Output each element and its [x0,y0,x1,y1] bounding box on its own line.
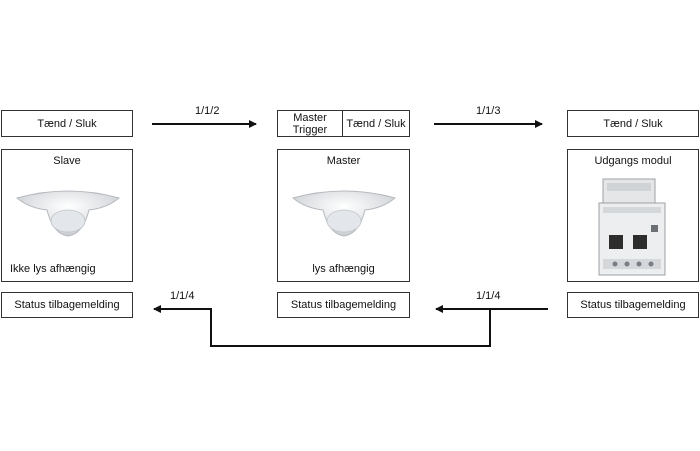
output-device-box: Udgangs modul [567,149,699,282]
arrow-status-to-slave [153,305,491,347]
master-trigger-line2: Trigger [292,124,328,136]
output-title: Udgangs modul [594,155,672,167]
output-status-label: Status tilbagemelding [580,299,686,311]
slave-switch-box: Tænd / Sluk [1,110,133,137]
slave-title: Slave [53,155,81,167]
master-status-box: Status tilbagemelding [277,292,410,318]
link-label-status-right: 1/1/4 [476,290,501,302]
slave-status-box: Status tilbagemelding [1,292,133,318]
link-label-master-output: 1/1/3 [476,105,501,117]
master-title: Master [326,155,361,167]
output-switch-label: Tænd / Sluk [603,118,663,130]
master-switch-label: Tænd / Sluk [346,118,406,130]
link-label-slave-master: 1/1/2 [195,105,220,117]
slave-device-box: Slave Ikke lys afhængig [1,149,133,282]
link-label-status-left: 1/1/4 [170,290,195,302]
master-switch-box: Tænd / Sluk [342,110,410,137]
motion-sensor-icon [15,190,121,237]
slave-status-label: Status tilbagemelding [14,299,120,311]
slave-switch-label: Tænd / Sluk [37,118,97,130]
master-device-box: Master lys afhængig [277,149,410,282]
master-trigger-box: Master Trigger [277,110,343,137]
output-status-box: Status tilbagemelding [567,292,699,318]
motion-sensor-icon [291,190,397,237]
din-rail-module-icon [598,178,666,276]
master-status-label: Status tilbagemelding [290,299,397,311]
output-switch-box: Tænd / Sluk [567,110,699,137]
master-caption: lys afhængig [312,263,375,275]
slave-caption: Ikke lys afhængig [10,263,96,275]
master-trigger-line1: Master [293,112,327,124]
